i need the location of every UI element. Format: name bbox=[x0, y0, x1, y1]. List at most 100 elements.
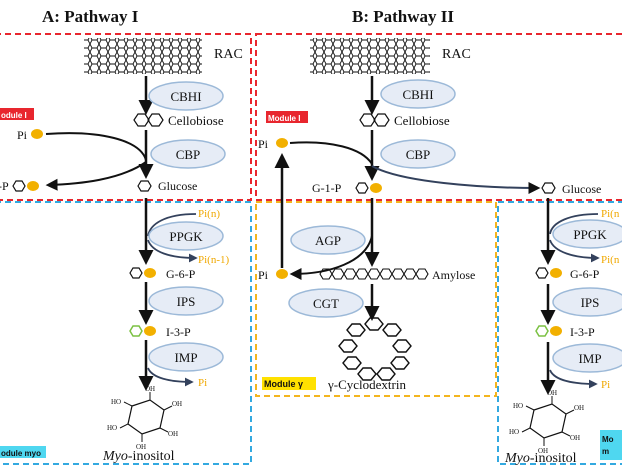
panel-b-glucose-label: Glucose bbox=[562, 182, 601, 196]
panel-a-ips-enzyme bbox=[148, 286, 224, 316]
panel-b-pi-amylose-label: Pi bbox=[258, 268, 269, 282]
panel-a-myo-inositol-structure bbox=[119, 392, 173, 442]
panel-a-pi-curve bbox=[45, 132, 147, 161]
panel-b-agp-label: AGP bbox=[315, 233, 341, 248]
panel-b-ppgk-label: PPGK bbox=[573, 227, 607, 242]
panel-b-cgt-enzyme bbox=[288, 288, 364, 318]
panel-a-g6p-label: G-6-P bbox=[166, 267, 196, 281]
panel-a-pin1-curve bbox=[147, 239, 198, 263]
panel-b-inositol-oh-1: OH bbox=[547, 389, 557, 397]
panel-a-module-i-box bbox=[0, 33, 252, 201]
panel-b-pin1-curve bbox=[549, 239, 600, 263]
panel-a-imp-label: IMP bbox=[174, 350, 197, 365]
panel-a-imp-enzyme bbox=[148, 342, 224, 372]
panel-a-module-i-badge: odule I bbox=[0, 108, 34, 120]
panel-b-agp-pi-curve bbox=[289, 235, 373, 280]
svg-text:odule myo: odule myo bbox=[1, 449, 41, 458]
panel-b-module-myo-badge: Mo m bbox=[600, 430, 622, 460]
panel-a-g1p-curve bbox=[45, 161, 147, 191]
panel-a-module-myo-badge: odule myo bbox=[0, 446, 46, 458]
panel-b-cbhi-enzyme bbox=[380, 79, 456, 109]
panel-b-ips-enzyme bbox=[552, 287, 622, 317]
panel-b-rac-label: RAC bbox=[442, 47, 471, 62]
panel-a-ppgk-enzyme bbox=[148, 221, 224, 251]
panel-b-module-gamma-badge: Module γ bbox=[262, 377, 316, 390]
panel-a-inositol-ho-1: HO bbox=[107, 424, 117, 432]
panel-b-pi-amylose-phosphate bbox=[276, 269, 288, 279]
panel-a-pin-label: Pi(n) bbox=[198, 208, 220, 220]
panel-a-inositol-oh-4: OH bbox=[136, 443, 146, 451]
panel-a-cbp-enzyme bbox=[150, 139, 226, 169]
panel-b-g6p-label: G-6-P bbox=[570, 267, 600, 281]
panel-b-myo-inositol-label: Myo-inositol bbox=[504, 451, 577, 466]
panel-b-cgt-label: CGT bbox=[313, 296, 339, 311]
panel-b-pi-phosphate bbox=[276, 138, 288, 148]
panel-a-glucose-icon bbox=[137, 180, 152, 192]
svg-text:Module I: Module I bbox=[268, 114, 300, 123]
panel-a-pi-label: Pi bbox=[17, 128, 28, 142]
panel-a-module-myo-box bbox=[0, 201, 252, 465]
panel-a-cbp-label: CBP bbox=[176, 147, 201, 162]
panel-a-inositol-oh-2: OH bbox=[172, 400, 182, 408]
svg-text:m: m bbox=[602, 447, 609, 456]
panel-b-cyclodextrin-ring bbox=[338, 317, 412, 381]
panel-a-imp-pi-label: Pi bbox=[198, 377, 207, 389]
panel-b-module-i-box bbox=[255, 33, 622, 201]
panel-b-g6p-icon bbox=[535, 267, 562, 279]
panel-a-pin-curve bbox=[147, 213, 197, 237]
panel-a-i3p-label: I-3-P bbox=[166, 325, 191, 339]
panel-a-ips-label: IPS bbox=[177, 294, 196, 309]
panel-b-imp-pi-label: Pi bbox=[601, 379, 610, 391]
panel-b-imp-label: IMP bbox=[578, 351, 601, 366]
svg-text:Module γ: Module γ bbox=[264, 379, 303, 389]
panel-a-glucose-label: Glucose bbox=[158, 179, 197, 193]
panel-a-i3p-icon bbox=[129, 325, 156, 337]
panel-a-rac-label: RAC bbox=[214, 47, 243, 62]
panel-b-cbhi-label: CBHI bbox=[402, 87, 433, 102]
panel-b-inositol-ho-1: HO bbox=[509, 428, 519, 436]
panel-a-inositol-oh-3: OH bbox=[168, 430, 178, 438]
panel-b-i3p-label: I-3-P bbox=[570, 325, 595, 339]
panel-b-imp-pi-curve bbox=[549, 369, 598, 389]
panel-b-inositol-oh-2: OH bbox=[574, 404, 584, 412]
panel-b-myo-inositol-structure bbox=[521, 396, 575, 446]
panel-b-module-myo-box bbox=[497, 201, 622, 465]
panel-a-rac-crystal bbox=[84, 38, 202, 74]
panel-b-g1p-icon bbox=[355, 182, 382, 194]
panel-a-g6p-icon bbox=[129, 267, 156, 279]
panel-b-glucose-curve bbox=[371, 165, 541, 194]
panel-b-imp-enzyme bbox=[552, 343, 622, 373]
panel-b-cbp-enzyme bbox=[380, 139, 456, 169]
panel-b-cbp-label: CBP bbox=[406, 147, 431, 162]
panel-a-cbhi-enzyme bbox=[148, 81, 224, 111]
panel-b-inositol-oh-3: OH bbox=[570, 434, 580, 442]
panel-b-i3p-icon bbox=[535, 325, 562, 337]
panel-b-pin-curve bbox=[549, 213, 599, 235]
panel-b-amylose-chain bbox=[319, 268, 429, 280]
svg-text:Mo: Mo bbox=[602, 435, 614, 444]
panel-b-glucose-icon bbox=[541, 182, 556, 194]
panel-b-pin-label: Pi(n bbox=[601, 208, 620, 220]
panel-a-cellobiose-icon bbox=[133, 113, 164, 127]
panel-b-cyclodextrin-label: γ-Cyclodextrin bbox=[327, 377, 406, 392]
panel-a-pi-phosphate bbox=[31, 129, 43, 139]
panel-b-amylose-label: Amylose bbox=[432, 268, 475, 282]
panel-b-ips-label: IPS bbox=[581, 295, 600, 310]
panel-b-title: B: Pathway II bbox=[352, 7, 454, 26]
panel-a-pin1-label: Pi(n-1) bbox=[198, 254, 230, 266]
panel-b-cellobiose-label: Cellobiose bbox=[394, 113, 450, 128]
panel-b-ppgk-enzyme bbox=[552, 219, 622, 249]
panel-a-myo-inositol-label: Myo-inositol bbox=[102, 449, 175, 464]
panel-a-inositol-oh-1: OH bbox=[145, 385, 155, 393]
panel-a-inositol-ho-2: HO bbox=[111, 398, 121, 406]
panel-b-pi-label: Pi bbox=[258, 137, 269, 151]
panel-b-inositol-ho-2: HO bbox=[513, 402, 523, 410]
panel-b-inositol-oh-4: OH bbox=[538, 447, 548, 455]
panel-b-agp-enzyme bbox=[290, 225, 366, 255]
panel-a-cellobiose-label: Cellobiose bbox=[168, 113, 224, 128]
panel-a-title: A: Pathway I bbox=[42, 7, 139, 26]
panel-a-imp-pi-curve bbox=[147, 367, 194, 387]
panel-a-g1p-label: -P bbox=[0, 179, 9, 193]
panel-b-pin1-label: Pi(n bbox=[601, 254, 620, 266]
panel-b-module-i-badge: Module I bbox=[266, 111, 308, 123]
